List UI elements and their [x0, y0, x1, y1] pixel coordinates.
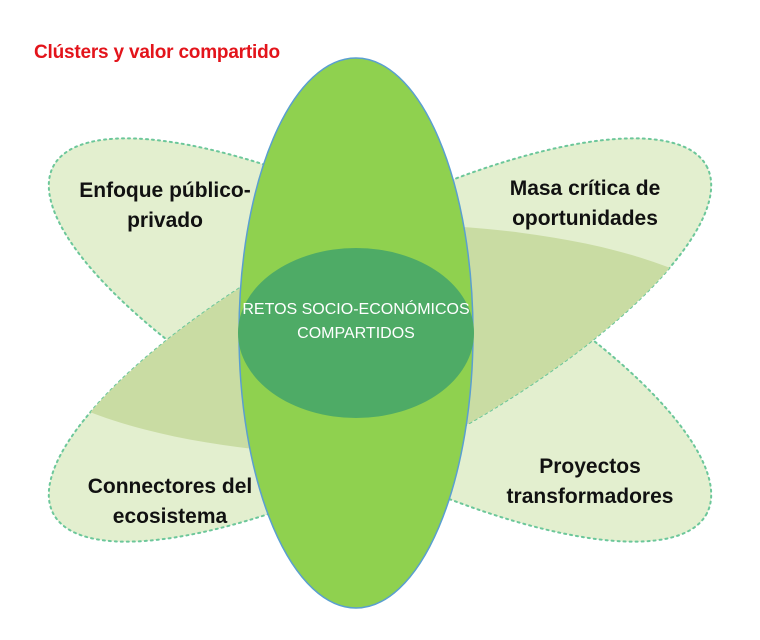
core-label: RETOS SOCIO-ECONÓMICOS COMPARTIDOS	[238, 298, 474, 346]
petal-label-bottom-right: Proyectos transformadores	[475, 452, 705, 512]
diagram-title: Clústers y valor compartido	[34, 42, 280, 63]
petal-label-top-right-line1: Masa crítica de	[509, 177, 661, 200]
petal-label-bottom-right-line1: Proyectos	[539, 455, 641, 478]
core-ellipse	[238, 248, 474, 418]
petal-label-top-right-line2: oportunidades	[512, 207, 658, 230]
petal-label-bottom-left-line2: ecosistema	[112, 505, 228, 528]
petal-label-top-left-line2: privado	[127, 209, 203, 232]
petal-label-top-right: Masa crítica de oportunidades	[485, 174, 685, 234]
petal-label-bottom-left-line1: Connectores del	[87, 475, 253, 498]
petal-label-top-left-line1: Enfoque público-	[79, 179, 251, 202]
core-label-line2: COMPARTIDOS	[297, 325, 415, 342]
petal-label-top-left: Enfoque público- privado	[60, 176, 270, 236]
petal-label-bottom-left: Connectores del ecosistema	[70, 472, 270, 532]
core-label-line1: RETOS SOCIO-ECONÓMICOS	[242, 301, 470, 318]
petal-label-bottom-right-line2: transformadores	[506, 485, 674, 508]
